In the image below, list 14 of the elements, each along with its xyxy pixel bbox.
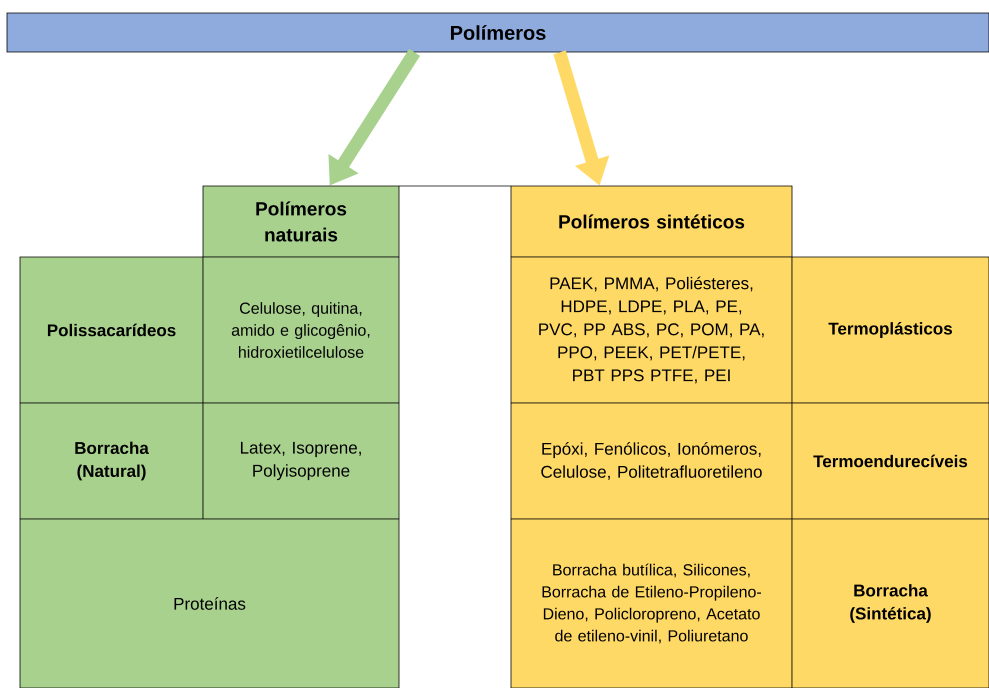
category-cell: Termoplásticos <box>792 256 989 404</box>
category-cell: Termoendurecíveis <box>792 402 989 520</box>
category-cell: Borracha (Natural) <box>20 402 204 520</box>
category-cell: Polissacarídeos <box>20 256 204 404</box>
title-bar: Polímeros <box>6 12 989 52</box>
category-cell: Borracha (Sintética) <box>792 518 989 688</box>
header-cell: Polímeros sintéticos <box>510 186 792 258</box>
node-label: Termoplásticos <box>828 322 952 338</box>
node-label: Borracha butílica, Silicones, Borracha de Etileno-Propileno-Dieno, Policloropreno, Acetato de etileno-vinil, Poliuretano <box>542 564 762 644</box>
node-label: Termoendurecíveis <box>813 454 968 468</box>
table-cell: Borracha butílica, Silicones, Borracha de Etileno-Propileno-Dieno, Policloropreno, Acetato de etileno-vinil, Poliuretano <box>510 518 792 688</box>
table-cell: Epóxi, Fenólicos, Ionómeros, Celulose, Politetrafluoretileno <box>510 402 792 520</box>
table-cell: Latex, Isoprene, Polyisoprene <box>202 402 400 520</box>
header-cell: Polímeros naturais <box>202 186 400 258</box>
